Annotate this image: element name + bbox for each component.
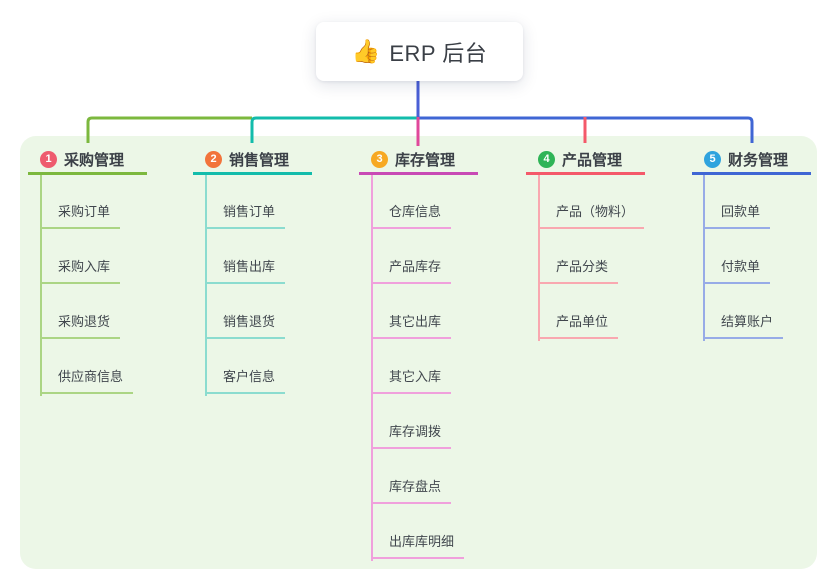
child-node[interactable]: 销售订单: [205, 174, 286, 229]
branch-number-badge: 4: [538, 150, 555, 168]
branch-number-badge: 1: [40, 150, 57, 168]
child-node[interactable]: 销售退货: [205, 284, 286, 339]
branch-node-purchase[interactable]: 1 采购管理: [28, 146, 147, 175]
child-node[interactable]: 供应商信息: [40, 339, 134, 394]
branch-node-product[interactable]: 4 产品管理: [526, 146, 645, 175]
branch-label: 采购管理: [64, 151, 125, 169]
child-node[interactable]: 产品库存: [371, 229, 452, 284]
branch-children-sales: 销售订单 销售出库 销售退货 客户信息: [205, 174, 286, 394]
child-node[interactable]: 其它入库: [371, 339, 452, 394]
branch-label: 产品管理: [562, 151, 623, 169]
branch-trunk-line: [205, 175, 207, 396]
branch-trunk-line: [538, 175, 540, 341]
child-node[interactable]: 库存调拨: [371, 394, 452, 449]
branch-number-badge: 3: [371, 150, 388, 168]
child-node[interactable]: 仓库信息: [371, 174, 452, 229]
child-node[interactable]: 产品（物料）: [538, 174, 645, 229]
branch-node-inventory[interactable]: 3 库存管理: [359, 146, 478, 175]
branch-children-purchase: 采购订单 采购入库 采购退货 供应商信息: [40, 174, 134, 394]
child-node[interactable]: 客户信息: [205, 339, 286, 394]
branch-label: 财务管理: [728, 151, 789, 169]
branch-children-product: 产品（物料） 产品分类 产品单位: [538, 174, 645, 339]
root-node-label: ERP 后台: [389, 40, 488, 66]
child-node[interactable]: 采购订单: [40, 174, 121, 229]
child-node[interactable]: 产品分类: [538, 229, 619, 284]
child-node[interactable]: 销售出库: [205, 229, 286, 284]
child-node[interactable]: 产品单位: [538, 284, 619, 339]
child-node[interactable]: 其它出库: [371, 284, 452, 339]
child-node[interactable]: 采购入库: [40, 229, 121, 284]
root-node[interactable]: 👍 ERP 后台: [316, 22, 523, 81]
child-node[interactable]: 回款单: [703, 174, 771, 229]
branch-number-badge: 2: [205, 150, 222, 168]
branch-trunk-line: [703, 175, 705, 341]
branch-node-finance[interactable]: 5 财务管理: [692, 146, 811, 175]
branch-label: 库存管理: [395, 151, 456, 169]
child-node[interactable]: 采购退货: [40, 284, 121, 339]
branch-label: 销售管理: [229, 151, 290, 169]
branch-children-inventory: 仓库信息 产品库存 其它出库 其它入库 库存调拨 库存盘点 出库库明细: [371, 174, 465, 559]
thumbs-up-icon: 👍: [351, 38, 381, 64]
branch-trunk-line: [371, 175, 373, 561]
child-node[interactable]: 付款单: [703, 229, 771, 284]
branch-node-sales[interactable]: 2 销售管理: [193, 146, 312, 175]
child-node[interactable]: 结算账户: [703, 284, 784, 339]
branch-children-finance: 回款单 付款单 结算账户: [703, 174, 784, 339]
background-panel: [20, 136, 817, 569]
child-node[interactable]: 库存盘点: [371, 449, 452, 504]
branch-trunk-line: [40, 175, 42, 396]
branch-number-badge: 5: [704, 150, 721, 168]
child-node[interactable]: 出库库明细: [371, 504, 465, 559]
